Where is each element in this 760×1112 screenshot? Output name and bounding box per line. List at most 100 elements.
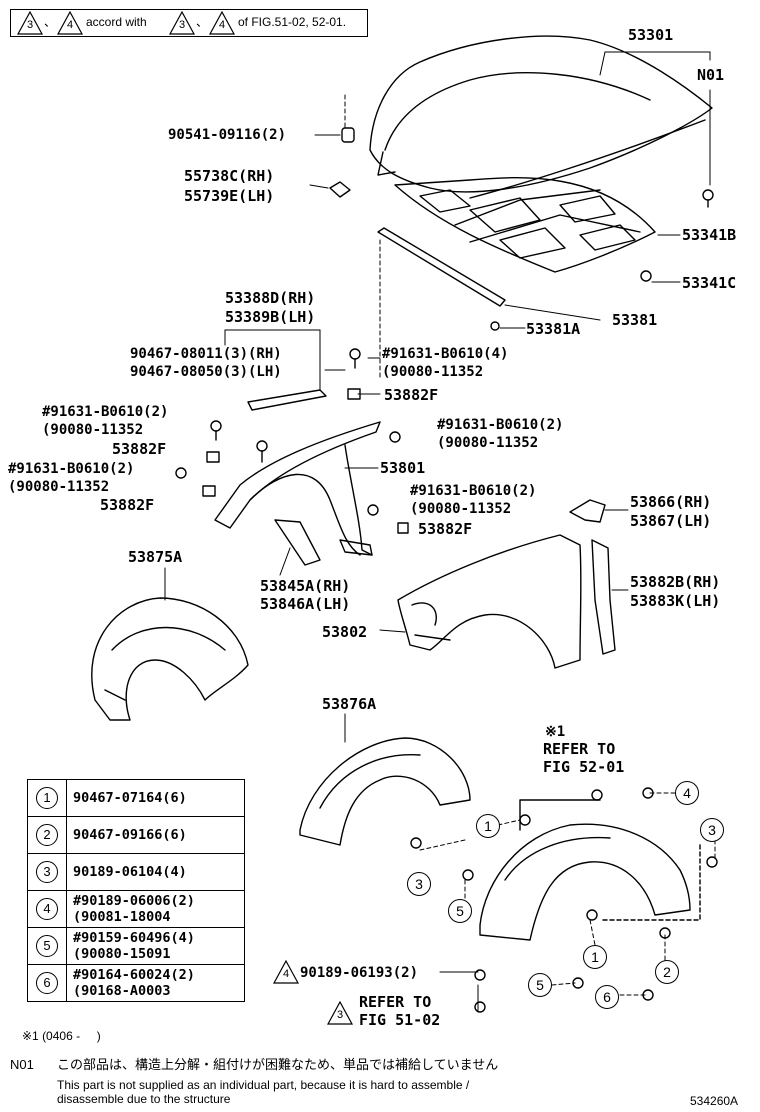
legend-row: 6 #90164-60024(2)(90168-A0003 <box>27 964 245 1002</box>
label-n01: N01 <box>697 66 725 84</box>
callout-1: 1 <box>583 945 607 969</box>
header-text: of FIG.51-02, 52-01. <box>238 15 347 29</box>
label-bolt-e-2: (90080-11352 <box>410 501 512 517</box>
label-washer-e: 53882F <box>418 520 473 538</box>
legend-part-number: 90467-09166(6) <box>73 827 187 843</box>
legend-key-circle: 3 <box>36 861 58 883</box>
label-seal-lh: 53883K(LH) <box>630 592 721 610</box>
label-bolt-a-2: (90080-11352 <box>382 364 484 380</box>
legend-key-cell: 2 <box>27 816 67 854</box>
legend-part-alt-number: (90080-15091 <box>73 946 171 962</box>
label-note-mark: ※1 <box>545 724 566 740</box>
legend-row: 5 #90159-60496(4)(90080-15091 <box>27 927 245 965</box>
legend-part-cell: #90159-60496(4)(90080-15091 <box>66 927 245 965</box>
triangle-mark-label: 4 <box>66 19 74 31</box>
callout-4: 4 <box>675 781 699 805</box>
label-hinge-rh: 55738C(RH) <box>184 167 275 185</box>
fender-seal-drawing <box>591 539 616 655</box>
label-liner-b: 53876A <box>322 695 377 713</box>
callout-3: 3 <box>407 872 431 896</box>
legend-key-circle: 4 <box>36 898 58 920</box>
leader-lines <box>164 51 711 1013</box>
label-refer-2b: FIG 51-02 <box>359 1011 441 1029</box>
hood-seal-drawing <box>377 227 506 307</box>
label-bolt-rh: 90467-08011(3)(RH) <box>130 346 282 362</box>
triangle-mark-icon: 4 <box>57 11 83 35</box>
hood-drawing <box>369 35 713 199</box>
triangle-mark-label: 3 <box>26 19 34 31</box>
callout-6: 6 <box>595 985 619 1009</box>
triangle-mark-icon: 3 <box>169 11 195 35</box>
label-bracket-rh: 53866(RH) <box>630 493 712 511</box>
label-washer-a: 53882F <box>384 386 439 404</box>
callout-5: 5 <box>448 899 472 923</box>
label-refer-1b: FIG 52-01 <box>543 758 625 776</box>
date-note: ※1 (0406 - ) <box>22 1029 101 1043</box>
n01-note-jp: この部品は、構造上分解・組付けが困難なため、単品では補給していません <box>57 1057 499 1072</box>
screw-glyphs <box>410 787 718 1013</box>
triangle-mark-label: 4 <box>282 968 290 980</box>
label-hood-insulator: 53341B <box>682 226 737 244</box>
header-note: 3 、 4 accord with 3 、 4 of FIG.51-02, 52… <box>10 9 368 37</box>
legend-part-alt-number: (90168-A0003 <box>73 983 171 999</box>
label-seal-clip: 53381A <box>526 320 581 338</box>
legend-key-circle: 6 <box>36 972 58 994</box>
legend-key-circle: 5 <box>36 935 58 957</box>
fender-apron-drawing <box>247 389 327 411</box>
triangle-mark-icon: 3 <box>327 1001 353 1025</box>
legend-key-circle: 1 <box>36 787 58 809</box>
label-hinge-lh: 55739E(LH) <box>184 187 275 205</box>
header-separator: 、 <box>44 15 57 29</box>
callout-1: 1 <box>476 814 500 838</box>
label-apron-lh: 53389B(LH) <box>225 308 316 326</box>
legend-part-number: #90164-60024(2) <box>73 967 195 983</box>
label-support-lh: 53846A(LH) <box>260 595 351 613</box>
legend-part-alt-number: (90081-18004 <box>73 909 171 925</box>
fastener-legend-table: 1 90467-07164(6) 2 90467-09166(6) 3 90189-061… <box>27 779 245 1002</box>
legend-part-number: 90467-07164(6) <box>73 790 187 806</box>
label-refer-1a: REFER TO <box>543 740 616 758</box>
header-separator: 、 <box>196 15 209 29</box>
fastener-drawings <box>175 127 714 534</box>
triangle-mark-icon: 3 <box>17 11 43 35</box>
label-seal-rh: 53882B(RH) <box>630 573 721 591</box>
hood-inner-panel-drawing <box>394 177 656 273</box>
label-bolt-lh: 90467-08050(3)(LH) <box>130 364 282 380</box>
fender-bracket-drawing <box>569 499 606 523</box>
legend-key-cell: 5 <box>27 927 67 965</box>
callout-2: 2 <box>655 960 679 984</box>
callout-3: 3 <box>700 818 724 842</box>
label-bolt-b-2: (90080-11352 <box>42 422 144 438</box>
legend-part-cell: 90467-09166(6) <box>66 816 245 854</box>
triangle-mark-label: 3 <box>178 19 186 31</box>
label-washer-c: 53882F <box>100 496 155 514</box>
n01-note-en-1: This part is not supplied as an individu… <box>57 1078 470 1092</box>
legend-part-number: #90189-06006(2) <box>73 893 195 909</box>
label-hood: 53301 <box>628 26 674 44</box>
label-fender-frame: 53801 <box>380 459 426 477</box>
legend-part-number: 90189-06104(4) <box>73 864 187 880</box>
triangle-mark-label: 4 <box>218 19 226 31</box>
legend-part-cell: 90467-07164(6) <box>66 779 245 817</box>
legend-key-cell: 3 <box>27 853 67 891</box>
label-refer-2a: REFER TO <box>359 993 432 1011</box>
n01-note-en-2: disassemble due to the structure <box>57 1092 231 1106</box>
label-bracket-lh: 53867(LH) <box>630 512 712 530</box>
legend-row: 4 #90189-06006(2)(90081-18004 <box>27 890 245 928</box>
legend-row: 1 90467-07164(6) <box>27 779 245 817</box>
label-screw-part: 90189-06193(2) <box>300 965 419 981</box>
label-bolt-c-2: (90080-11352 <box>8 479 110 495</box>
front-fender-drawing <box>397 534 582 669</box>
diagram-code: 534260A <box>690 1094 739 1108</box>
legend-key-cell: 4 <box>27 890 67 928</box>
label-liner-a: 53875A <box>128 548 183 566</box>
legend-part-cell: 90189-06104(4) <box>66 853 245 891</box>
label-washer-b: 53882F <box>112 440 167 458</box>
label-seal: 53381 <box>612 311 658 329</box>
fender-frame-drawing <box>214 421 381 566</box>
legend-key-cell: 1 <box>27 779 67 817</box>
fender-liner-a-drawing <box>91 597 249 721</box>
callout-5: 5 <box>528 973 552 997</box>
